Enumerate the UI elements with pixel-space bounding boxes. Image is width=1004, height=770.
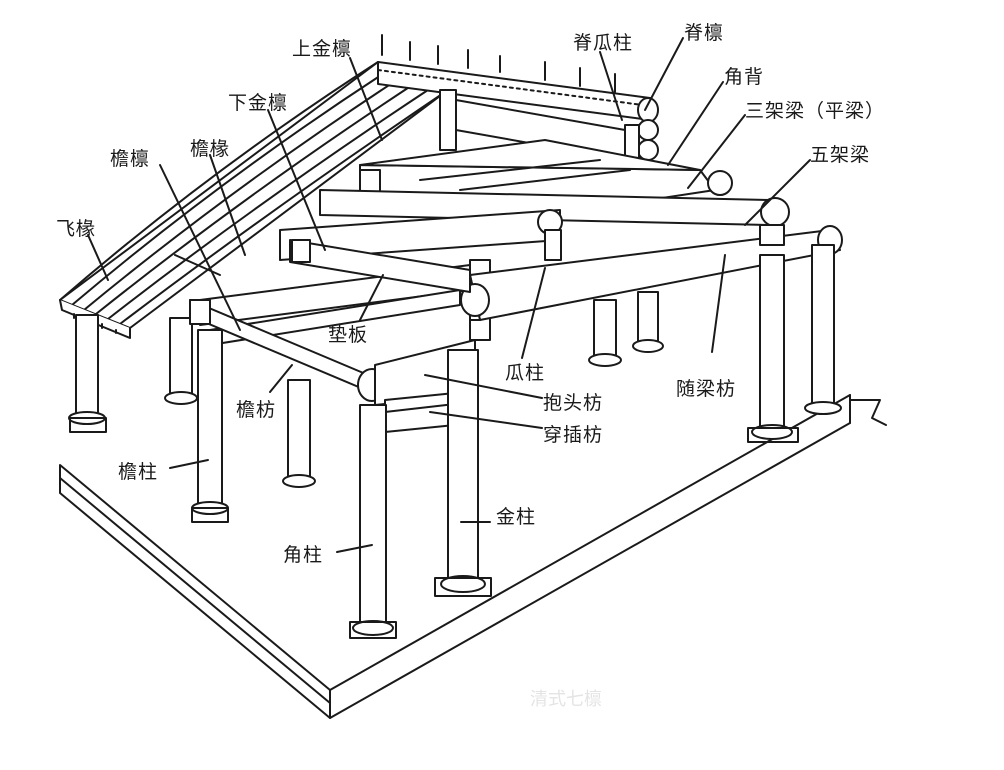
label-shang-jin-lin: 上金檩 [292,38,353,60]
platform-base [59,394,887,719]
lower-purlins [189,239,471,402]
label-yan-lin: 檐檩 [110,148,151,170]
label-yan-zhu: 檐柱 [118,461,159,483]
label-sui-liang-fang: 随梁枋 [676,378,737,400]
leader-lines [87,37,811,553]
label-dian-ban: 垫板 [328,324,369,346]
five-beam [460,224,843,321]
label-ji-gua-zhu: 脊瓜柱 [573,32,634,54]
label-bao-tou-fang: 抱头枋 [543,392,604,414]
label-jin-zhu: 金柱 [496,506,537,528]
label-fei-chuan: 飞椽 [56,218,97,240]
label-yan-fang: 檐枋 [236,399,277,421]
label-wu-jia-liang: 五架梁 [810,144,871,166]
label-xia-jin-lin: 下金檩 [228,92,289,114]
label-ji-lin: 脊檩 [684,22,725,44]
label-san-jia-liang: 三架梁（平梁） [745,100,886,122]
label-gua-zhu: 瓜柱 [505,362,546,384]
label-chuan-cha-fang: 穿插枋 [543,424,604,446]
watermark: 清式七檩 [530,689,602,710]
label-jiao-zhu: 角柱 [283,544,324,566]
label-yan-chuan: 檐椽 [190,138,231,160]
front-columns [68,244,842,639]
back-columns [164,259,664,405]
label-jiao-bei: 角背 [724,66,765,88]
